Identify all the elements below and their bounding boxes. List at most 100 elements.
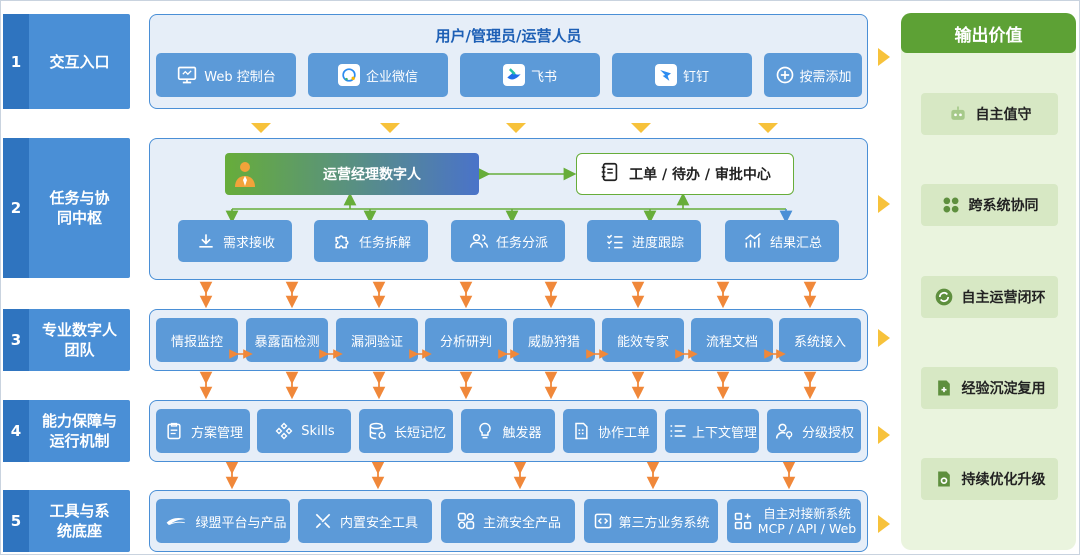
- output-title: 输出价值: [901, 13, 1076, 53]
- capability-collab-ticket[interactable]: 协作工单: [563, 409, 657, 453]
- capability-tiered-authorization[interactable]: 分级授权: [767, 409, 861, 453]
- capability-label: 上下文管理: [691, 425, 757, 441]
- base-label: 绿盟平台与产品: [195, 515, 287, 531]
- cluster-icon: [941, 195, 961, 215]
- user-roles-title: 用户/管理员/运营人员: [435, 27, 582, 45]
- expert-label: 漏洞验证: [350, 334, 403, 350]
- notebook-icon: [599, 161, 621, 187]
- output-cross-system-collab[interactable]: 跨系统协同: [921, 184, 1058, 226]
- robot-icon: [948, 104, 968, 124]
- expert-exposure-detection[interactable]: 暴露面检测: [246, 318, 328, 362]
- monitor-icon: [176, 64, 198, 86]
- task-label: 任务分派: [495, 235, 548, 251]
- entry-feishu[interactable]: 飞书: [460, 53, 600, 97]
- output-arrow: [878, 195, 890, 213]
- task-progress-tracking[interactable]: 进度跟踪: [587, 220, 701, 262]
- flow-arrow-down: [758, 123, 778, 133]
- output-arrow: [878, 426, 890, 444]
- task-label: 需求接收: [222, 235, 275, 251]
- output-arrow: [878, 48, 890, 66]
- output-label: 经验沉淀复用: [961, 381, 1046, 397]
- users-icon: [468, 230, 490, 252]
- expert-analysis[interactable]: 分析研判: [425, 318, 507, 362]
- base-third-party-systems[interactable]: 第三方业务系统: [584, 499, 718, 543]
- list-icon: [667, 420, 689, 442]
- flow-arrow-down: [631, 123, 651, 133]
- task-label: 结果汇总: [769, 235, 822, 251]
- task-requirement-intake[interactable]: 需求接收: [178, 220, 292, 262]
- base-mainstream-security-products[interactable]: 主流安全产品: [441, 499, 575, 543]
- expert-label: 能效专家: [616, 334, 669, 350]
- bulb-icon: [474, 420, 496, 442]
- output-label: 跨系统协同: [968, 198, 1039, 214]
- feishu-icon: [502, 64, 525, 86]
- capability-label: 协作工单: [597, 425, 650, 441]
- expert-label: 情报监控: [170, 334, 223, 350]
- checklist-icon: [604, 230, 626, 252]
- entry-wecom[interactable]: 企业微信: [308, 53, 448, 97]
- task-label: 进度跟踪: [631, 235, 684, 251]
- expert-vuln-verification[interactable]: 漏洞验证: [336, 318, 418, 362]
- output-experience-reuse[interactable]: 经验沉淀复用: [921, 367, 1058, 409]
- base-label: 主流安全产品: [482, 515, 561, 531]
- expert-process-docs[interactable]: 流程文档: [691, 318, 773, 362]
- layer-1-panel: 用户/管理员/运营人员 Web 控制台 企业微信 飞书 钉钉 按需添加: [149, 14, 868, 109]
- output-label: 自主运营闭环: [961, 290, 1046, 306]
- manager-avatar-icon: [225, 153, 265, 195]
- capability-trigger[interactable]: 触发器: [461, 409, 555, 453]
- capability-skills[interactable]: Skills: [257, 409, 351, 453]
- output-label: 自主值守: [975, 107, 1032, 123]
- layer-label-3: 3 专业数字人团队: [3, 309, 130, 371]
- ticket-approval-center[interactable]: 工单 / 待办 / 审批中心: [576, 153, 794, 195]
- layer-number: 1: [3, 14, 29, 109]
- capability-plan-management[interactable]: 方案管理: [156, 409, 250, 453]
- capability-label: 触发器: [502, 425, 542, 441]
- capability-label: 方案管理: [190, 425, 243, 441]
- output-autonomous-watch[interactable]: 自主值守: [921, 93, 1058, 135]
- base-builtin-security-tools[interactable]: 内置安全工具: [298, 499, 432, 543]
- layer-number: 5: [3, 490, 29, 552]
- hub-left-label: 运营经理数字人: [323, 167, 421, 183]
- skills-icon: [273, 420, 295, 442]
- base-self-integrate-new-systems[interactable]: 自主对接新系统 MCP / API / Web: [727, 499, 861, 543]
- layer-number: 3: [3, 309, 29, 371]
- flow-arrow-down: [251, 123, 271, 133]
- expert-label: 流程文档: [705, 334, 758, 350]
- capability-context-management[interactable]: 上下文管理: [665, 409, 759, 453]
- entry-dingtalk[interactable]: 钉钉: [612, 53, 752, 97]
- output-continuous-upgrade[interactable]: 持续优化升级: [921, 458, 1058, 500]
- plus-circle-icon: [774, 64, 796, 86]
- task-dispatch[interactable]: 任务分派: [451, 220, 565, 262]
- layer-title: 任务与协同中枢: [49, 189, 110, 227]
- capability-label: 分级授权: [801, 425, 854, 441]
- database-icon: [366, 420, 388, 442]
- code-icon: [592, 510, 614, 532]
- layer-5-panel: 绿盟平台与产品 内置安全工具 主流安全产品 第三方业务系统 自主对接新系统 MC…: [149, 490, 868, 552]
- task-decompose[interactable]: 任务拆解: [314, 220, 428, 262]
- task-result-summary[interactable]: 结果汇总: [725, 220, 839, 262]
- expert-intel-monitoring[interactable]: 情报监控: [156, 318, 238, 362]
- expert-label: 暴露面检测: [254, 334, 320, 350]
- flow-arrow-down: [506, 123, 526, 133]
- entry-label: 按需添加: [799, 69, 852, 85]
- output-ops-loop[interactable]: 自主运营闭环: [921, 276, 1058, 318]
- task-label: 任务拆解: [358, 235, 411, 251]
- capability-memory[interactable]: 长短记忆: [359, 409, 453, 453]
- entry-label: 钉钉: [682, 69, 709, 85]
- expert-threat-hunting[interactable]: 威胁狩猎: [513, 318, 595, 362]
- wecom-icon: [337, 64, 360, 86]
- clipboard-icon: [163, 420, 185, 442]
- ops-manager-digital-human[interactable]: 运营经理数字人: [225, 153, 479, 195]
- layer-label-2: 2 任务与协同中枢: [3, 138, 130, 278]
- layer-2-panel: 运营经理数字人 工单 / 待办 / 审批中心 需求接收 任务拆解 任务分派 进度…: [149, 138, 868, 280]
- layer-3-panel: 情报监控 暴露面检测 漏洞验证 分析研判 威胁狩猎 能效专家 流程文档 系统接入: [149, 309, 868, 371]
- entry-label: 企业微信: [365, 69, 418, 85]
- entry-add-on-demand[interactable]: 按需添加: [764, 53, 862, 97]
- base-label: 内置安全工具: [339, 515, 418, 531]
- base-nsfocus-platform[interactable]: 绿盟平台与产品: [156, 499, 290, 543]
- output-arrow: [878, 515, 890, 533]
- expert-efficiency[interactable]: 能效专家: [602, 318, 684, 362]
- expert-system-access[interactable]: 系统接入: [779, 318, 861, 362]
- entry-web-console[interactable]: Web 控制台: [156, 53, 296, 97]
- layer-4-panel: 方案管理 Skills 长短记忆 触发器 协作工单 上下文管理 分级授权: [149, 400, 868, 462]
